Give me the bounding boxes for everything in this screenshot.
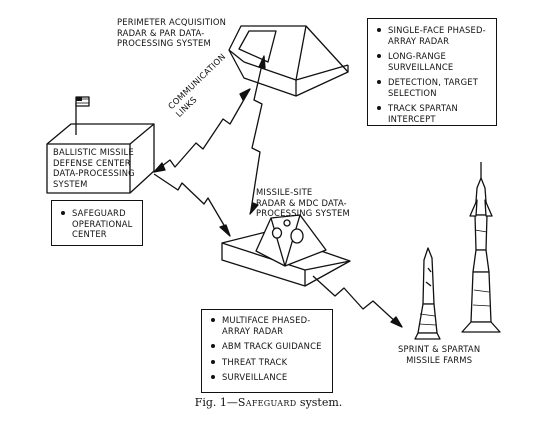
spartan-missile-icon: [461, 162, 501, 333]
par-building-icon: [228, 25, 349, 97]
feature-item: ABM TRACK GUIDANCE: [208, 341, 328, 352]
link-msr-farms: [312, 275, 398, 324]
link-par-msr-arrow-b: [249, 202, 259, 215]
link-bmdc-msr-arrow: [219, 224, 231, 237]
missile-farms-label: SPRINT & SPARTAN MISSILE FARMS: [398, 344, 481, 365]
feature-item: LONG-RANGE SURVEILLANCE: [374, 51, 492, 72]
par-features-box: SINGLE-FACE PHASED- ARRAY RADAR LONG-RANG…: [367, 18, 497, 126]
operational-center-box: SAFEGUARD OPERATIONAL CENTER: [51, 200, 143, 246]
flag-icon: [75, 96, 90, 135]
msr-building-icon: [221, 214, 351, 287]
link-bmdc-par: [153, 88, 251, 173]
caption-suffix: system.: [296, 396, 343, 409]
feature-item: SAFEGUARD OPERATIONAL CENTER: [58, 208, 138, 240]
link-par-msr-arrow-a: [258, 55, 266, 69]
bmdc-label: BALLISTIC MISSILE DEFENSE CENTER DATA-PR…: [53, 147, 135, 189]
link-bmdc-par-arrow-b: [239, 88, 251, 101]
par-label: PERIMETER ACQUISITION RADAR & PAR DATA- …: [117, 17, 227, 48]
feature-item: MULTIFACE PHASED- ARRAY RADAR: [208, 315, 328, 336]
link-par-msr: [250, 59, 264, 211]
operational-center-list: SAFEGUARD OPERATIONAL CENTER: [58, 208, 138, 240]
feature-item: TRACK SPARTAN INTERCEPT: [374, 103, 492, 124]
par-features-list: SINGLE-FACE PHASED- ARRAY RADAR LONG-RANG…: [374, 25, 492, 124]
feature-item: SINGLE-FACE PHASED- ARRAY RADAR: [374, 25, 492, 46]
bmdc-building-icon: [46, 123, 155, 194]
msr-features-box: MULTIFACE PHASED- ARRAY RADAR ABM TRACK G…: [201, 309, 333, 393]
caption-name: Safeguard: [237, 396, 297, 409]
caption-prefix: Fig. 1—: [194, 396, 238, 409]
msr-label: MISSILE-SITE RADAR & MDC DATA- PROCESSIN…: [256, 187, 350, 218]
msr-features-list: MULTIFACE PHASED- ARRAY RADAR ABM TRACK G…: [208, 315, 328, 383]
link-msr-farms-arrow: [390, 316, 403, 328]
feature-item: DETECTION, TARGET SELECTION: [374, 77, 492, 98]
feature-item: SURVEILLANCE: [208, 372, 328, 383]
feature-item: THREAT TRACK: [208, 357, 328, 368]
figure-caption: Fig. 1—Safeguard system.: [0, 396, 537, 409]
link-bmdc-msr: [153, 173, 229, 233]
link-bmdc-par-arrow-a: [153, 162, 166, 173]
sprint-missile-icon: [414, 247, 441, 340]
